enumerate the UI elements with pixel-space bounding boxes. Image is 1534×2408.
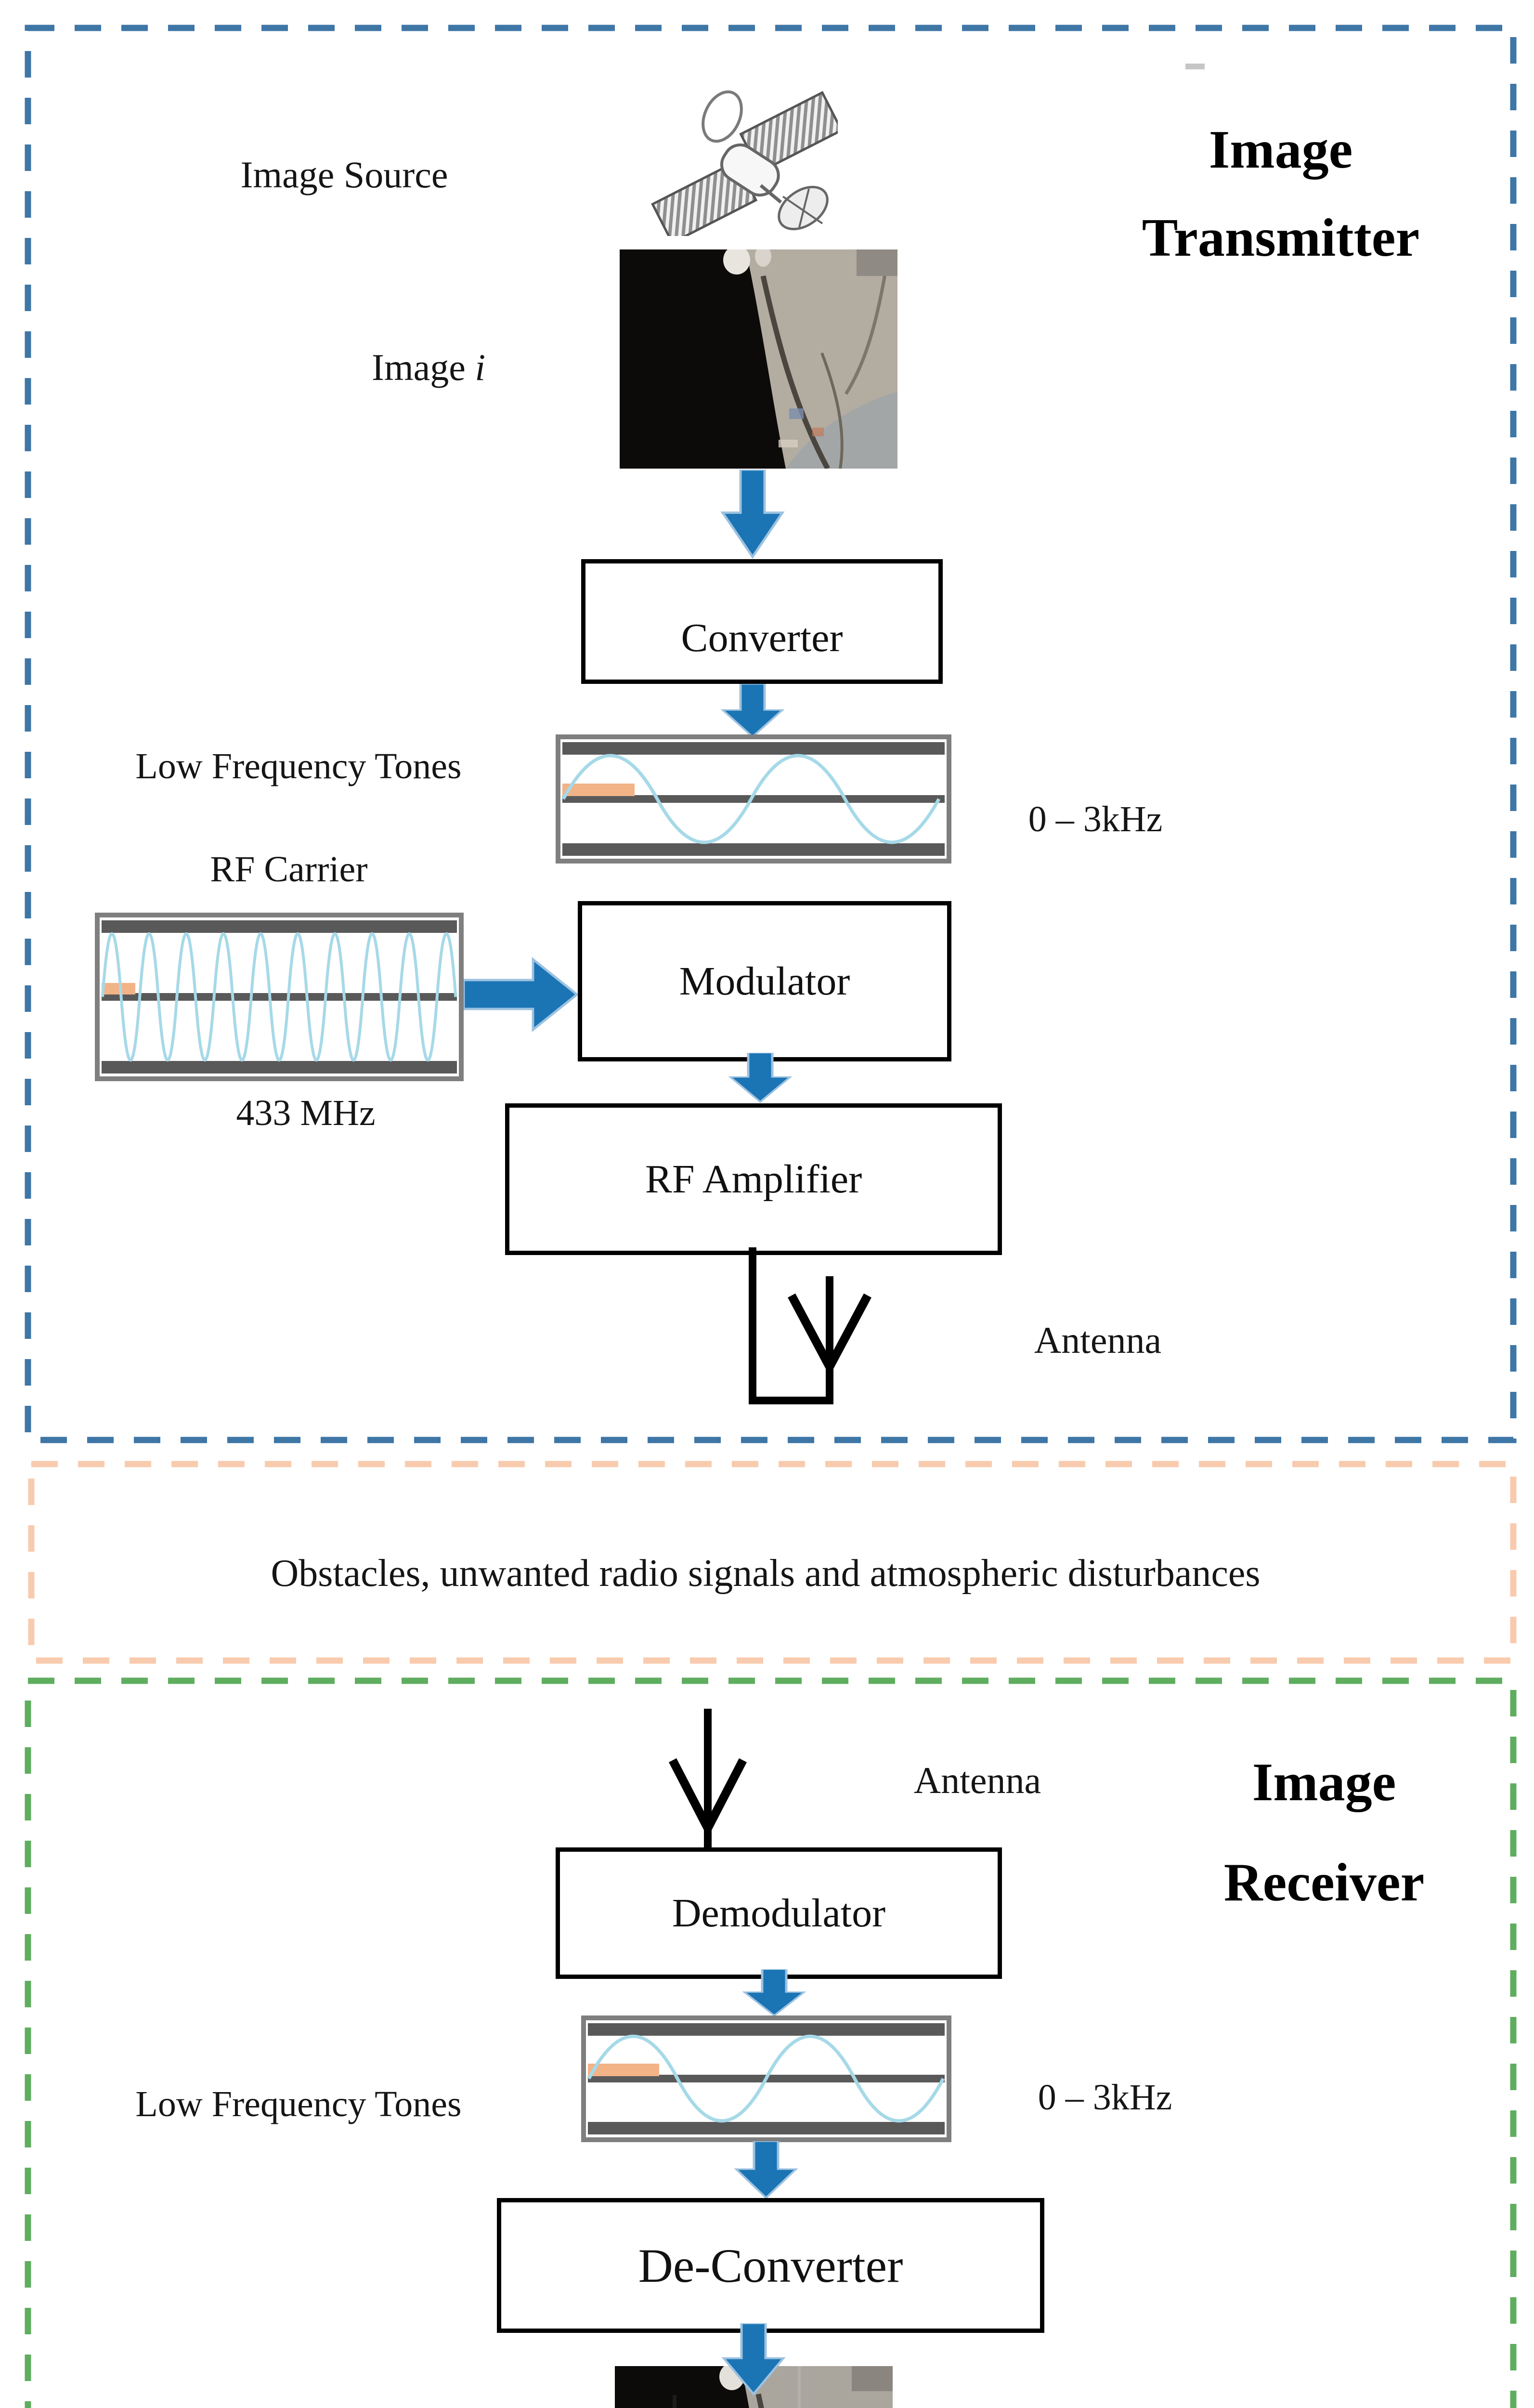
receiver-title-line1: Image bbox=[1252, 1753, 1396, 1812]
transmitter-title-line2: Transmitter bbox=[1142, 208, 1420, 268]
tx-antenna-label: Antenna bbox=[1034, 1319, 1162, 1361]
rf-carrier-label: RF Carrier bbox=[210, 849, 368, 890]
channel-obstacles-label: Obstacles, unwanted radio signals and at… bbox=[271, 1552, 1261, 1595]
deconverter-label: De-Converter bbox=[638, 2238, 903, 2292]
deconverter-box: De-Converter bbox=[497, 2198, 1044, 2333]
flow-arrow-down-icon bbox=[720, 684, 785, 738]
source-image-word: Image bbox=[371, 346, 466, 388]
converter-box: Converter bbox=[581, 559, 943, 684]
rx-low-frequency-wave-icon bbox=[581, 2015, 951, 2142]
demodulator-box: Demodulator bbox=[556, 1847, 1002, 1979]
flow-arrow-right-icon bbox=[464, 956, 579, 1033]
modulator-label: Modulator bbox=[679, 959, 850, 1004]
rx-antenna-label: Antenna bbox=[913, 1759, 1041, 1801]
scan-artifact-dash bbox=[1185, 64, 1205, 69]
receiver-dashed-border bbox=[25, 1677, 1517, 2408]
modulator-box: Modulator bbox=[578, 901, 951, 1061]
flow-arrow-down-icon bbox=[742, 1969, 806, 2016]
receiver-title-line2: Receiver bbox=[1223, 1853, 1425, 1913]
transmitter-title-line1: Image bbox=[1209, 120, 1353, 180]
tx-frequency-range-label: 0 – 3kHz bbox=[1028, 799, 1163, 839]
tx-antenna-icon bbox=[749, 1247, 871, 1404]
flow-arrow-down-icon bbox=[720, 470, 785, 559]
rx-frequency-range-label: 0 – 3kHz bbox=[1038, 2077, 1172, 2118]
source-image-thumbnail bbox=[620, 249, 897, 469]
rf-carrier-wave-icon bbox=[95, 913, 464, 1081]
rf-amplifier-box: RF Amplifier bbox=[505, 1103, 1002, 1255]
source-image-variable: i bbox=[475, 346, 486, 388]
carrier-frequency-label: 433 MHz bbox=[236, 1093, 376, 1133]
low-frequency-tones-label: Low Frequency Tones bbox=[135, 746, 462, 786]
flow-arrow-down-icon bbox=[721, 2323, 786, 2395]
flow-arrow-down-icon bbox=[734, 2141, 798, 2199]
receiver-title: Image Receiver bbox=[1107, 1753, 1534, 1912]
rf-amplifier-label: RF Amplifier bbox=[645, 1157, 862, 1202]
flow-arrow-down-icon bbox=[728, 1053, 793, 1103]
transmitter-title: Image Transmitter bbox=[1064, 120, 1497, 268]
low-frequency-wave-icon bbox=[556, 734, 951, 864]
rx-antenna-icon bbox=[669, 1709, 747, 1847]
demodulator-label: Demodulator bbox=[672, 1891, 886, 1936]
image-source-label: Image Source bbox=[240, 154, 448, 196]
converter-label: Converter bbox=[681, 615, 843, 660]
rx-low-frequency-tones-label: Low Frequency Tones bbox=[135, 2084, 462, 2124]
satellite-icon bbox=[651, 90, 838, 236]
source-image-label: Image i bbox=[308, 346, 549, 389]
